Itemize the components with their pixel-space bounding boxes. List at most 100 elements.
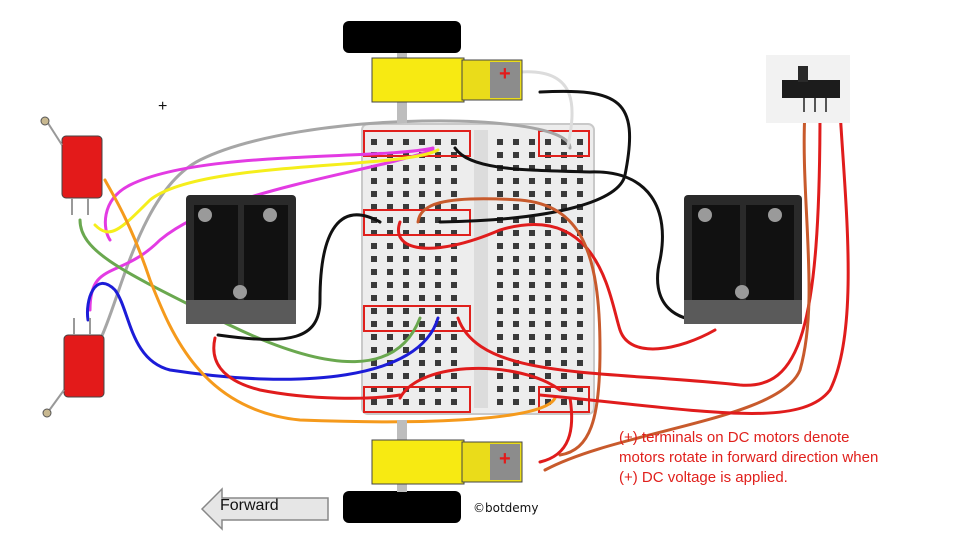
breadboard-hole xyxy=(435,373,441,379)
breadboard-hole xyxy=(545,334,551,340)
slide-switch xyxy=(766,55,850,123)
breadboard-hole xyxy=(451,360,457,366)
breadboard-hole xyxy=(371,386,377,392)
breadboard-hole xyxy=(513,191,519,197)
breadboard-hole xyxy=(371,256,377,262)
breadboard-hole xyxy=(451,139,457,145)
breadboard-hole xyxy=(529,178,535,184)
wire-red-right-lower xyxy=(456,108,822,387)
breadboard-hole xyxy=(419,373,425,379)
breadboard-hole xyxy=(371,295,377,301)
breadboard-hole xyxy=(513,295,519,301)
breadboard-hole xyxy=(529,152,535,158)
breadboard-hole xyxy=(529,165,535,171)
breadboard-hole xyxy=(419,321,425,327)
breadboard-hole xyxy=(561,217,567,223)
wire-magenta xyxy=(103,146,435,242)
bottom-motor-plus: + xyxy=(499,448,511,470)
wire-gray xyxy=(98,119,572,342)
breadboard-hole xyxy=(435,334,441,340)
top-limit-switch xyxy=(40,116,103,215)
breadboard-hole xyxy=(387,139,393,145)
breadboard-hole xyxy=(435,204,441,210)
breadboard-hole xyxy=(387,217,393,223)
breadboard-hole xyxy=(513,243,519,249)
breadboard-hole xyxy=(529,217,535,223)
breadboard-hole xyxy=(403,321,409,327)
breadboard-hole xyxy=(561,334,567,340)
breadboard-hole xyxy=(545,256,551,262)
breadboard-hole xyxy=(577,139,583,145)
breadboard-hole xyxy=(529,308,535,314)
breadboard-hole xyxy=(451,347,457,353)
breadboard-hole xyxy=(545,399,551,405)
breadboard-hole xyxy=(561,178,567,184)
breadboard-hole xyxy=(561,360,567,366)
breadboard-hole xyxy=(403,360,409,366)
breadboard-hole xyxy=(561,139,567,145)
breadboard-hole xyxy=(577,217,583,223)
breadboard-hole xyxy=(371,204,377,210)
breadboard-hole xyxy=(513,399,519,405)
breadboard-hole xyxy=(529,269,535,275)
breadboard-hole xyxy=(513,139,519,145)
breadboard-hole xyxy=(577,347,583,353)
breadboard-hole xyxy=(545,217,551,223)
breadboard-hole xyxy=(435,321,441,327)
breadboard-hole xyxy=(435,191,441,197)
breadboard-hole xyxy=(545,295,551,301)
breadboard-hole xyxy=(451,178,457,184)
breadboard-hole xyxy=(435,399,441,405)
breadboard-hole xyxy=(387,282,393,288)
breadboard-hole xyxy=(451,282,457,288)
breadboard-hole xyxy=(419,269,425,275)
breadboard-hole xyxy=(403,295,409,301)
breadboard-hole xyxy=(403,373,409,379)
breadboard-hole xyxy=(387,243,393,249)
breadboard-hole xyxy=(545,360,551,366)
breadboard-hole xyxy=(451,399,457,405)
wire-black-top xyxy=(438,89,632,224)
breadboard-hole xyxy=(497,347,503,353)
breadboard-hole xyxy=(419,165,425,171)
breadboard-hole xyxy=(419,191,425,197)
wire-red-mid xyxy=(397,220,717,351)
breadboard-hole xyxy=(513,269,519,275)
breadboard-hole xyxy=(387,321,393,327)
breadboard-hole xyxy=(545,269,551,275)
breadboard-hole xyxy=(387,256,393,262)
breadboard-hole xyxy=(561,321,567,327)
breadboard-hole xyxy=(419,282,425,288)
breadboard-hole xyxy=(419,139,425,145)
breadboard-hole xyxy=(497,204,503,210)
breadboard-hole xyxy=(577,191,583,197)
breadboard-hole xyxy=(403,178,409,184)
breadboard-hole xyxy=(451,230,457,236)
breadboard-hole xyxy=(451,165,457,171)
breadboard-hole xyxy=(497,295,503,301)
breadboard-hole xyxy=(497,399,503,405)
breadboard-hole xyxy=(529,360,535,366)
breadboard-hole xyxy=(561,308,567,314)
breadboard-hole xyxy=(435,243,441,249)
breadboard-hole xyxy=(435,282,441,288)
wire-orange xyxy=(103,178,557,424)
breadboard-hole xyxy=(545,191,551,197)
wire-red-bottom xyxy=(398,367,562,400)
breadboard-hole xyxy=(419,360,425,366)
breadboard-hole xyxy=(387,165,393,171)
breadboard-hole xyxy=(577,399,583,405)
breadboard-hole xyxy=(561,243,567,249)
breadboard-hole xyxy=(513,230,519,236)
breadboard-hole xyxy=(513,347,519,353)
breadboard-hole xyxy=(403,282,409,288)
wire-black-left xyxy=(216,213,382,341)
breadboard-hole xyxy=(529,282,535,288)
breadboard-hole xyxy=(561,399,567,405)
breadboard-hole xyxy=(497,152,503,158)
bottom-dc-motor: + xyxy=(343,420,523,523)
breadboard-hole xyxy=(419,295,425,301)
breadboard-hole xyxy=(371,373,377,379)
breadboard-hole xyxy=(513,360,519,366)
